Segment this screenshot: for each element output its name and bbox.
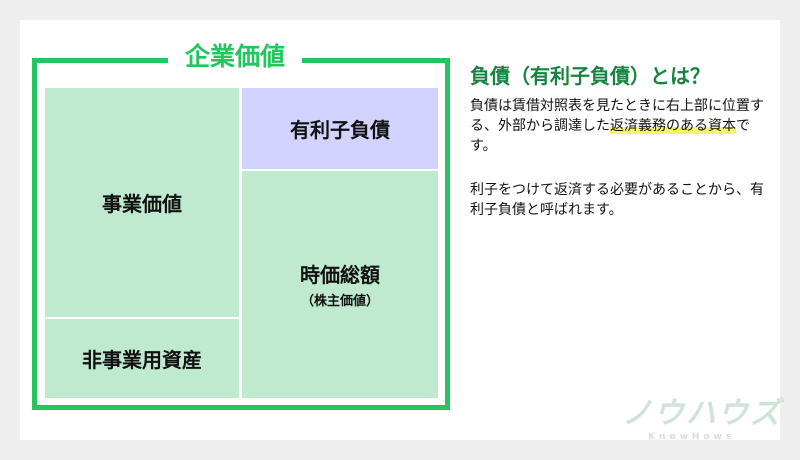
knowhows-logo-subtext: KnowHows — [648, 432, 736, 442]
paragraph-1-tail: です。 — [470, 118, 750, 154]
market-cap-cell: 時価総額 （株主価値） — [242, 171, 438, 398]
enterprise-value-title: 企業価値 — [168, 40, 302, 74]
non-business-assets-label: 非事業用資産 — [82, 348, 202, 372]
business-value-cell: 事業価値 — [45, 88, 239, 317]
highlighted-text: 返済義務のある資本 — [610, 118, 736, 134]
knowhows-logo: ノウハウズ — [622, 396, 782, 431]
market-cap-sublabel: （株主価値） — [300, 294, 379, 309]
non-business-assets-cell: 非事業用資産 — [45, 319, 239, 398]
market-cap-label: 時価総額 — [300, 263, 380, 287]
explanation-paragraph-1: 負債は賃借対照表を見たときに右上部に位置する、外部から調達した返済義務のある資本… — [470, 96, 770, 156]
explanation-paragraph-2: 利子をつけて返済する必要があることから、有利子負債と呼ばれます。 — [470, 182, 764, 218]
paragraph-1-text: 負債は賃借対照表を見たときに右上部に位置する、外部から調達した — [470, 98, 764, 134]
business-value-label: 事業価値 — [102, 192, 182, 216]
explanation-title: 負債（有利子負債）とは？ — [470, 64, 710, 88]
interest-bearing-debt-label: 有利子負債 — [290, 118, 390, 142]
interest-bearing-debt-cell: 有利子負債 — [242, 88, 438, 169]
